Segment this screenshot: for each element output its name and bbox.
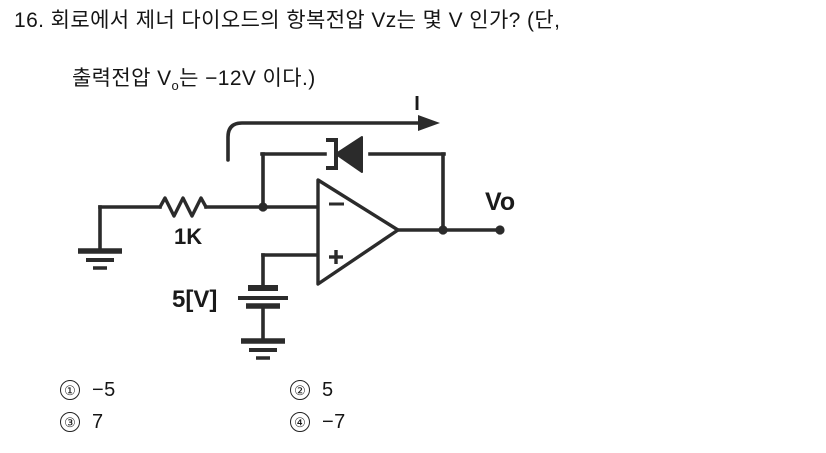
zener-diode-symbol — [326, 136, 363, 173]
answer-option-3[interactable]: ③ 7 — [60, 411, 290, 434]
output-terminal-dot — [495, 225, 505, 235]
answer-marker-3: ③ — [60, 412, 80, 432]
question-line-2-prefix: 출력전압 V — [71, 67, 172, 90]
question-output-subscript: o — [171, 78, 180, 94]
answer-row-2: ③ 7 ④ −7 — [60, 406, 580, 438]
output-node-dot — [438, 225, 448, 235]
opamp-noninverting-plus-mark — [329, 250, 343, 264]
voltage-source-symbol — [238, 285, 288, 309]
answer-text-2: 5 — [322, 378, 334, 401]
current-arrowhead — [418, 115, 440, 131]
inverting-node-dot — [258, 202, 268, 212]
answer-row-1: ① −5 ② 5 — [60, 374, 580, 406]
answer-text-1: −5 — [92, 378, 116, 401]
output-label: Vo — [485, 188, 515, 216]
answer-option-1[interactable]: ① −5 — [60, 379, 290, 402]
answer-marker-2: ② — [290, 380, 310, 400]
question-line-2-suffix: 는 −12V 이다.) — [179, 67, 316, 90]
answer-text-3: 7 — [92, 410, 104, 433]
zener-anode-triangle — [335, 136, 363, 173]
zener-cathode-bar — [326, 138, 338, 170]
current-branch-wire — [226, 121, 420, 162]
answer-marker-4: ④ — [290, 412, 310, 432]
source-ground-symbol — [241, 338, 285, 360]
opamp-triangle — [316, 178, 400, 286]
answer-option-2[interactable]: ② 5 — [290, 379, 520, 402]
circuit-diagram: I 1K 5[V] Vo — [60, 92, 560, 362]
source-label: 5[V] — [172, 286, 217, 313]
resistor-symbol — [158, 196, 208, 218]
answer-option-4[interactable]: ④ −7 — [290, 411, 520, 434]
answer-marker-1: ① — [60, 380, 80, 400]
circuit-schematic-svg: I 1K 5[V] Vo — [78, 93, 515, 360]
question-line-1: 16. 회로에서 제너 다이오드의 항복전압 Vz는 몇 V 인가? (단, — [14, 9, 561, 32]
current-label: I — [414, 93, 420, 115]
answer-options: ① −5 ② 5 ③ 7 ④ −7 — [60, 374, 580, 438]
input-ground-symbol — [78, 248, 122, 270]
answer-text-4: −7 — [322, 410, 346, 433]
question-line-2: 출력전압 Vo는 −12V 이다.) — [14, 35, 814, 122]
resistor-label: 1K — [174, 224, 202, 249]
question-block: 16. 회로에서 제너 다이오드의 항복전압 Vz는 몇 V 인가? (단, 출… — [14, 6, 814, 122]
